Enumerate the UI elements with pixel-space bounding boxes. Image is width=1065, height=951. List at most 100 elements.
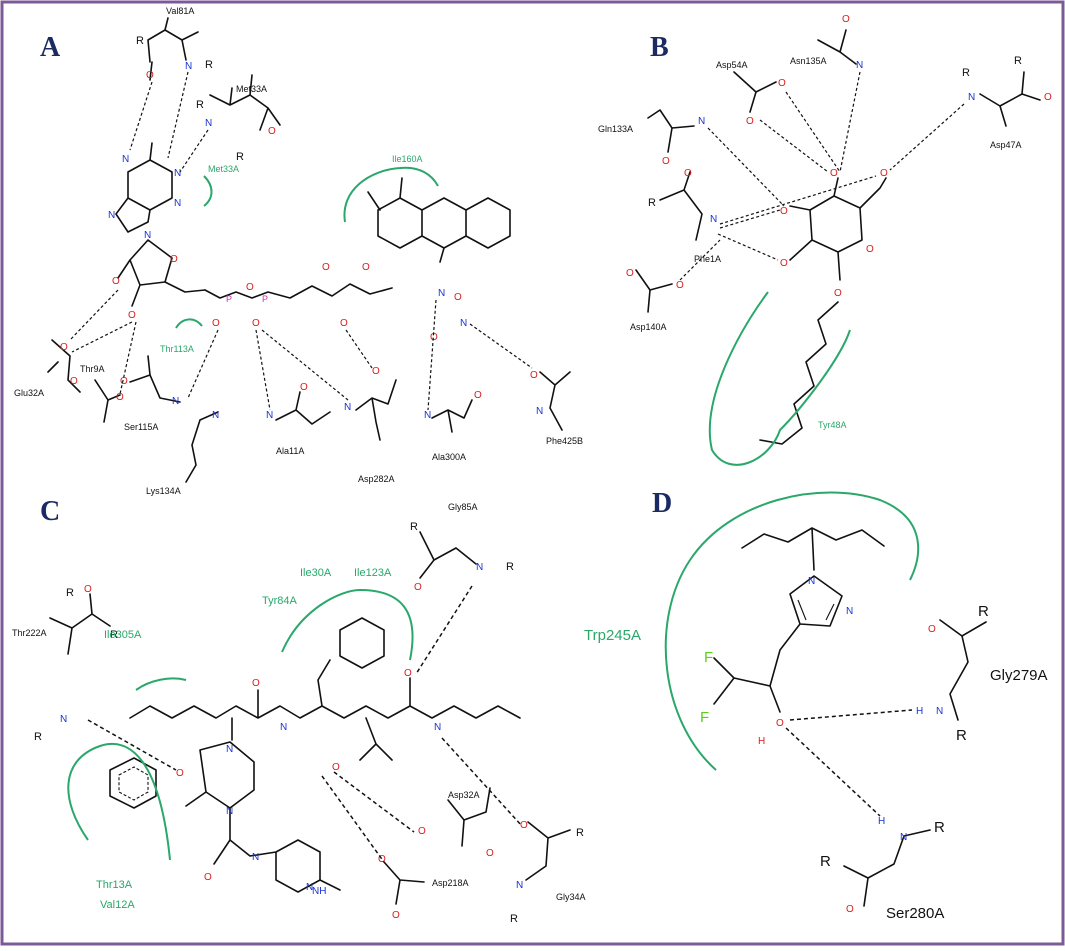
residue-thr222a-structure [49, 593, 111, 655]
phosphate-chain [204, 283, 393, 299]
atom-n: N [226, 806, 233, 817]
atom-o: O [780, 258, 788, 269]
atom-n: N [174, 198, 181, 209]
atom-o: O [332, 762, 340, 773]
residue-asp140a: Asp140A [630, 322, 667, 332]
atom-n: N [476, 562, 483, 573]
atom-o: O [414, 582, 422, 593]
residue-gly85a-structure [419, 531, 477, 579]
atom-o: O [474, 390, 482, 401]
hydrophobic-contact-thr13a-arc [67, 742, 171, 861]
atom-p: P [226, 294, 232, 304]
atom-n: N [185, 61, 192, 72]
pyrazole-ring [769, 575, 843, 687]
hydrophobic-contact-tyr48a-arc [708, 291, 851, 466]
atom-n: N [424, 410, 431, 421]
ligand-backbone [129, 659, 521, 761]
atom-r: R [978, 603, 989, 620]
residue-glu32a: Glu32A [14, 388, 44, 398]
atom-n: N [266, 410, 273, 421]
benzene-ring [109, 757, 157, 809]
hydrophobic-label-tyr84a: Tyr84A [262, 595, 298, 607]
flavin-ring [367, 177, 511, 263]
atom-o: O [300, 382, 308, 393]
panel-d: D N N F F O H R O N H R Gly279A N H R R … [584, 488, 1048, 922]
residue-asp140a-structure [635, 269, 673, 313]
hydrogen-bonds-d [785, 709, 913, 817]
atom-o: O [378, 854, 386, 865]
atom-r: R [236, 151, 244, 163]
atom-n: N [108, 210, 115, 221]
residue-met33a-structure [209, 74, 281, 131]
atom-o: O [84, 584, 92, 595]
cyclohexane-ring [339, 617, 385, 669]
residue-val81a-structure [147, 17, 199, 81]
atom-o: O [246, 282, 254, 293]
panel-b: B Asp54A O O O Asn135A N Gln133A O N R O… [598, 14, 1052, 466]
atom-o: O [928, 624, 936, 635]
atom-o: O [834, 288, 842, 299]
residue-gly279a: Gly279A [990, 667, 1048, 684]
atom-o: O [454, 292, 462, 303]
residue-asp54a: Asp54A [716, 60, 748, 70]
atom-n: N [144, 230, 151, 241]
atom-n: N [205, 118, 212, 129]
atom-r: R [136, 35, 144, 47]
atom-r: R [648, 197, 656, 209]
pyrazole-double-bonds [797, 599, 835, 621]
atom-o: O [340, 318, 348, 329]
adenine-ring [115, 142, 173, 233]
residue-asp32a: Asp32A [448, 790, 480, 800]
atom-n: N [846, 606, 853, 617]
residue-asn135a-structure [817, 29, 857, 65]
residue-gln133a: Gln133A [598, 124, 633, 134]
atom-f: F [704, 649, 713, 666]
hydrogen-bonds-c [87, 585, 523, 863]
atom-r: R [962, 67, 970, 79]
residue-ser280a-structure [843, 829, 931, 907]
atom-o: O [676, 280, 684, 291]
atom-h: H [758, 736, 765, 747]
difluoromethyl-carbinol [713, 657, 781, 713]
atom-o: O [830, 168, 838, 179]
hydrophobic-contact-ile305a-arc [135, 677, 187, 691]
hydrophobic-contact-thr113a-arc [175, 318, 203, 329]
atom-o: O [146, 70, 154, 81]
residue-val81a: Val81A [166, 6, 194, 16]
atom-o: O [322, 262, 330, 273]
atom-o: O [880, 168, 888, 179]
residue-met33a: Met33A [236, 84, 267, 94]
hydrophobic-label-tyr48a: Tyr48A [818, 420, 847, 430]
residue-thr9a: Thr9A [80, 364, 105, 374]
atom-n: N [900, 832, 907, 843]
residue-asp47a-structure [979, 71, 1041, 127]
atom-o: O [392, 910, 400, 921]
residue-gly85a: Gly85A [448, 502, 478, 512]
atom-o: O [176, 768, 184, 779]
hydrophobic-label-thr113a: Thr113A [160, 344, 194, 354]
atom-n: N [460, 318, 467, 329]
atom-p: P [262, 294, 268, 304]
atom-n: N [698, 116, 705, 127]
atom-o: O [1044, 92, 1052, 103]
atom-n: N [856, 60, 863, 71]
atom-n: N [226, 744, 233, 755]
residue-gly279a-structure [939, 619, 987, 721]
residue-asp218a: Asp218A [432, 878, 469, 888]
atom-o: O [128, 310, 136, 321]
residue-ala300a-structure [431, 399, 473, 433]
atom-o: O [70, 376, 78, 387]
residue-gly34a-structure [525, 821, 571, 881]
atom-n: N [438, 288, 445, 299]
atom-o: O [116, 392, 124, 403]
atom-n: N [60, 714, 67, 725]
atom-h: H [878, 816, 885, 827]
residue-thr9a-structure [94, 379, 121, 423]
sugar-ring [789, 177, 887, 281]
atom-o: O [252, 678, 260, 689]
residue-glu32a-structure [47, 339, 81, 393]
atom-o: O [778, 78, 786, 89]
atom-n: N [936, 706, 943, 717]
